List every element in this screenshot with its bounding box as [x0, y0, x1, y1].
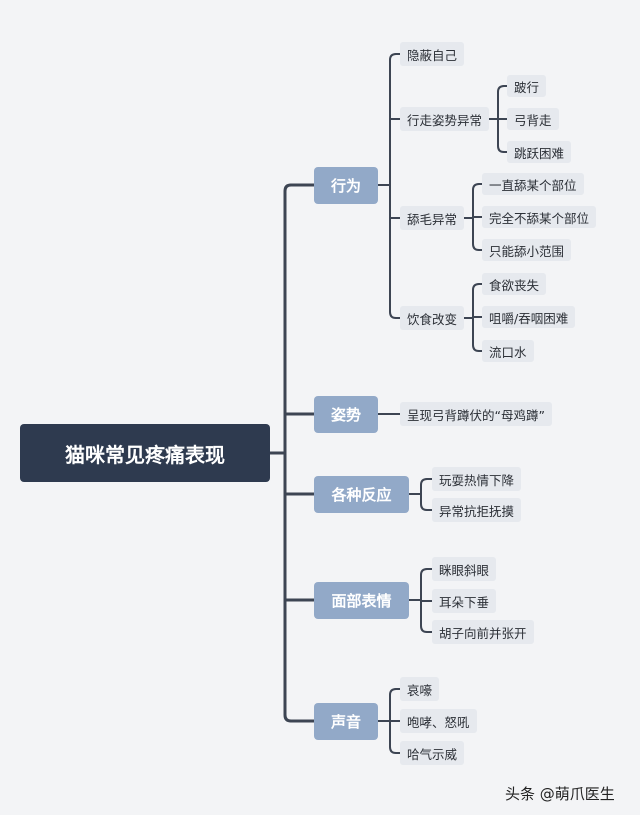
leaf-label: 耳朵下垂	[439, 594, 490, 610]
leaf-label: 隐蔽自己	[407, 47, 458, 63]
leaf-label: 胡子向前并张开	[439, 625, 527, 641]
category-reactions[interactable]: 各种反应	[314, 476, 409, 513]
connector-line	[420, 478, 428, 511]
leaf-label: 眯眼斜眼	[439, 562, 490, 578]
leaf-less-playful[interactable]: 玩耍热情下降	[432, 467, 522, 491]
leaf-label: 咀嚼/吞咽困难	[489, 310, 569, 326]
root-title: 猫咪常见疼痛表现	[65, 442, 225, 467]
subcategory-gait-abnormal[interactable]: 行走姿势异常	[400, 107, 490, 131]
leaf-squinting[interactable]: 眯眼斜眼	[432, 557, 497, 581]
leaf-label: 一直舔某个部位	[489, 177, 577, 193]
leaf-hide-self[interactable]: 隐蔽自己	[400, 42, 465, 66]
root-node[interactable]: 猫咪常见疼痛表现	[20, 424, 270, 482]
connector-line	[283, 183, 293, 723]
subcategory-grooming-abnormal[interactable]: 舔毛异常	[400, 206, 465, 230]
leaf-drooling[interactable]: 流口水	[482, 340, 534, 362]
category-label: 面部表情	[331, 592, 392, 610]
category-label: 行为	[330, 177, 361, 195]
leaf-label: 跳跃困难	[514, 145, 565, 161]
leaf-label: 完全不舔某个部位	[489, 210, 590, 226]
leaf-label: 饮食改变	[407, 311, 458, 327]
category-sound[interactable]: 声音	[314, 703, 378, 740]
leaf-licking-one-spot[interactable]: 一直舔某个部位	[482, 173, 584, 195]
leaf-label: 玩耍热情下降	[439, 472, 515, 488]
watermark: 头条 @萌爪医生	[505, 783, 615, 804]
leaf-wailing[interactable]: 哀嚎	[400, 677, 440, 701]
leaf-label: 哀嚎	[407, 682, 433, 698]
leaf-limping[interactable]: 跛行	[507, 75, 547, 97]
leaf-jump-difficulty[interactable]: 跳跃困难	[507, 141, 572, 163]
category-posture[interactable]: 姿势	[314, 396, 378, 433]
leaf-resist-petting[interactable]: 异常抗拒抚摸	[432, 498, 522, 522]
category-label: 各种反应	[331, 486, 392, 504]
leaf-whiskers-forward[interactable]: 胡子向前并张开	[432, 620, 534, 644]
leaf-chewing-difficulty[interactable]: 咀嚼/吞咽困难	[482, 306, 576, 328]
category-label: 声音	[330, 713, 361, 731]
leaf-label: 呈现弓背蹲伏的“母鸡蹲”	[407, 407, 545, 423]
leaf-label: 咆哮、怒吼	[407, 714, 470, 730]
leaf-label: 哈气示威	[407, 746, 458, 762]
connector-line	[389, 53, 397, 319]
leaf-label: 只能舔小范围	[489, 243, 565, 259]
category-behavior[interactable]: 行为	[314, 167, 378, 204]
leaf-label: 行走姿势异常	[407, 112, 483, 128]
leaf-label: 舔毛异常	[407, 211, 458, 227]
leaf-label: 流口水	[489, 344, 527, 360]
leaf-label: 异常抗拒抚摸	[439, 503, 515, 519]
watermark-text: 头条 @萌爪医生	[505, 785, 615, 803]
category-facial-expression[interactable]: 面部表情	[314, 582, 409, 619]
subcategory-diet-change[interactable]: 饮食改变	[400, 306, 465, 330]
leaf-label: 食欲丧失	[489, 277, 540, 293]
leaf-appetite-loss[interactable]: 食欲丧失	[482, 273, 547, 295]
leaf-label: 弓背走	[514, 112, 552, 128]
leaf-hunched-posture[interactable]: 呈现弓背蹲伏的“母鸡蹲”	[400, 402, 552, 426]
leaf-arched-walk[interactable]: 弓背走	[507, 108, 559, 130]
leaf-hissing[interactable]: 哈气示威	[400, 741, 465, 765]
leaf-small-range-licking[interactable]: 只能舔小范围	[482, 239, 572, 261]
leaf-growling[interactable]: 咆哮、怒吼	[400, 709, 477, 733]
category-label: 姿势	[330, 406, 361, 424]
leaf-label: 跛行	[514, 79, 540, 95]
leaf-not-licking-spot[interactable]: 完全不舔某个部位	[482, 206, 597, 228]
leaf-ears-down[interactable]: 耳朵下垂	[432, 589, 497, 613]
